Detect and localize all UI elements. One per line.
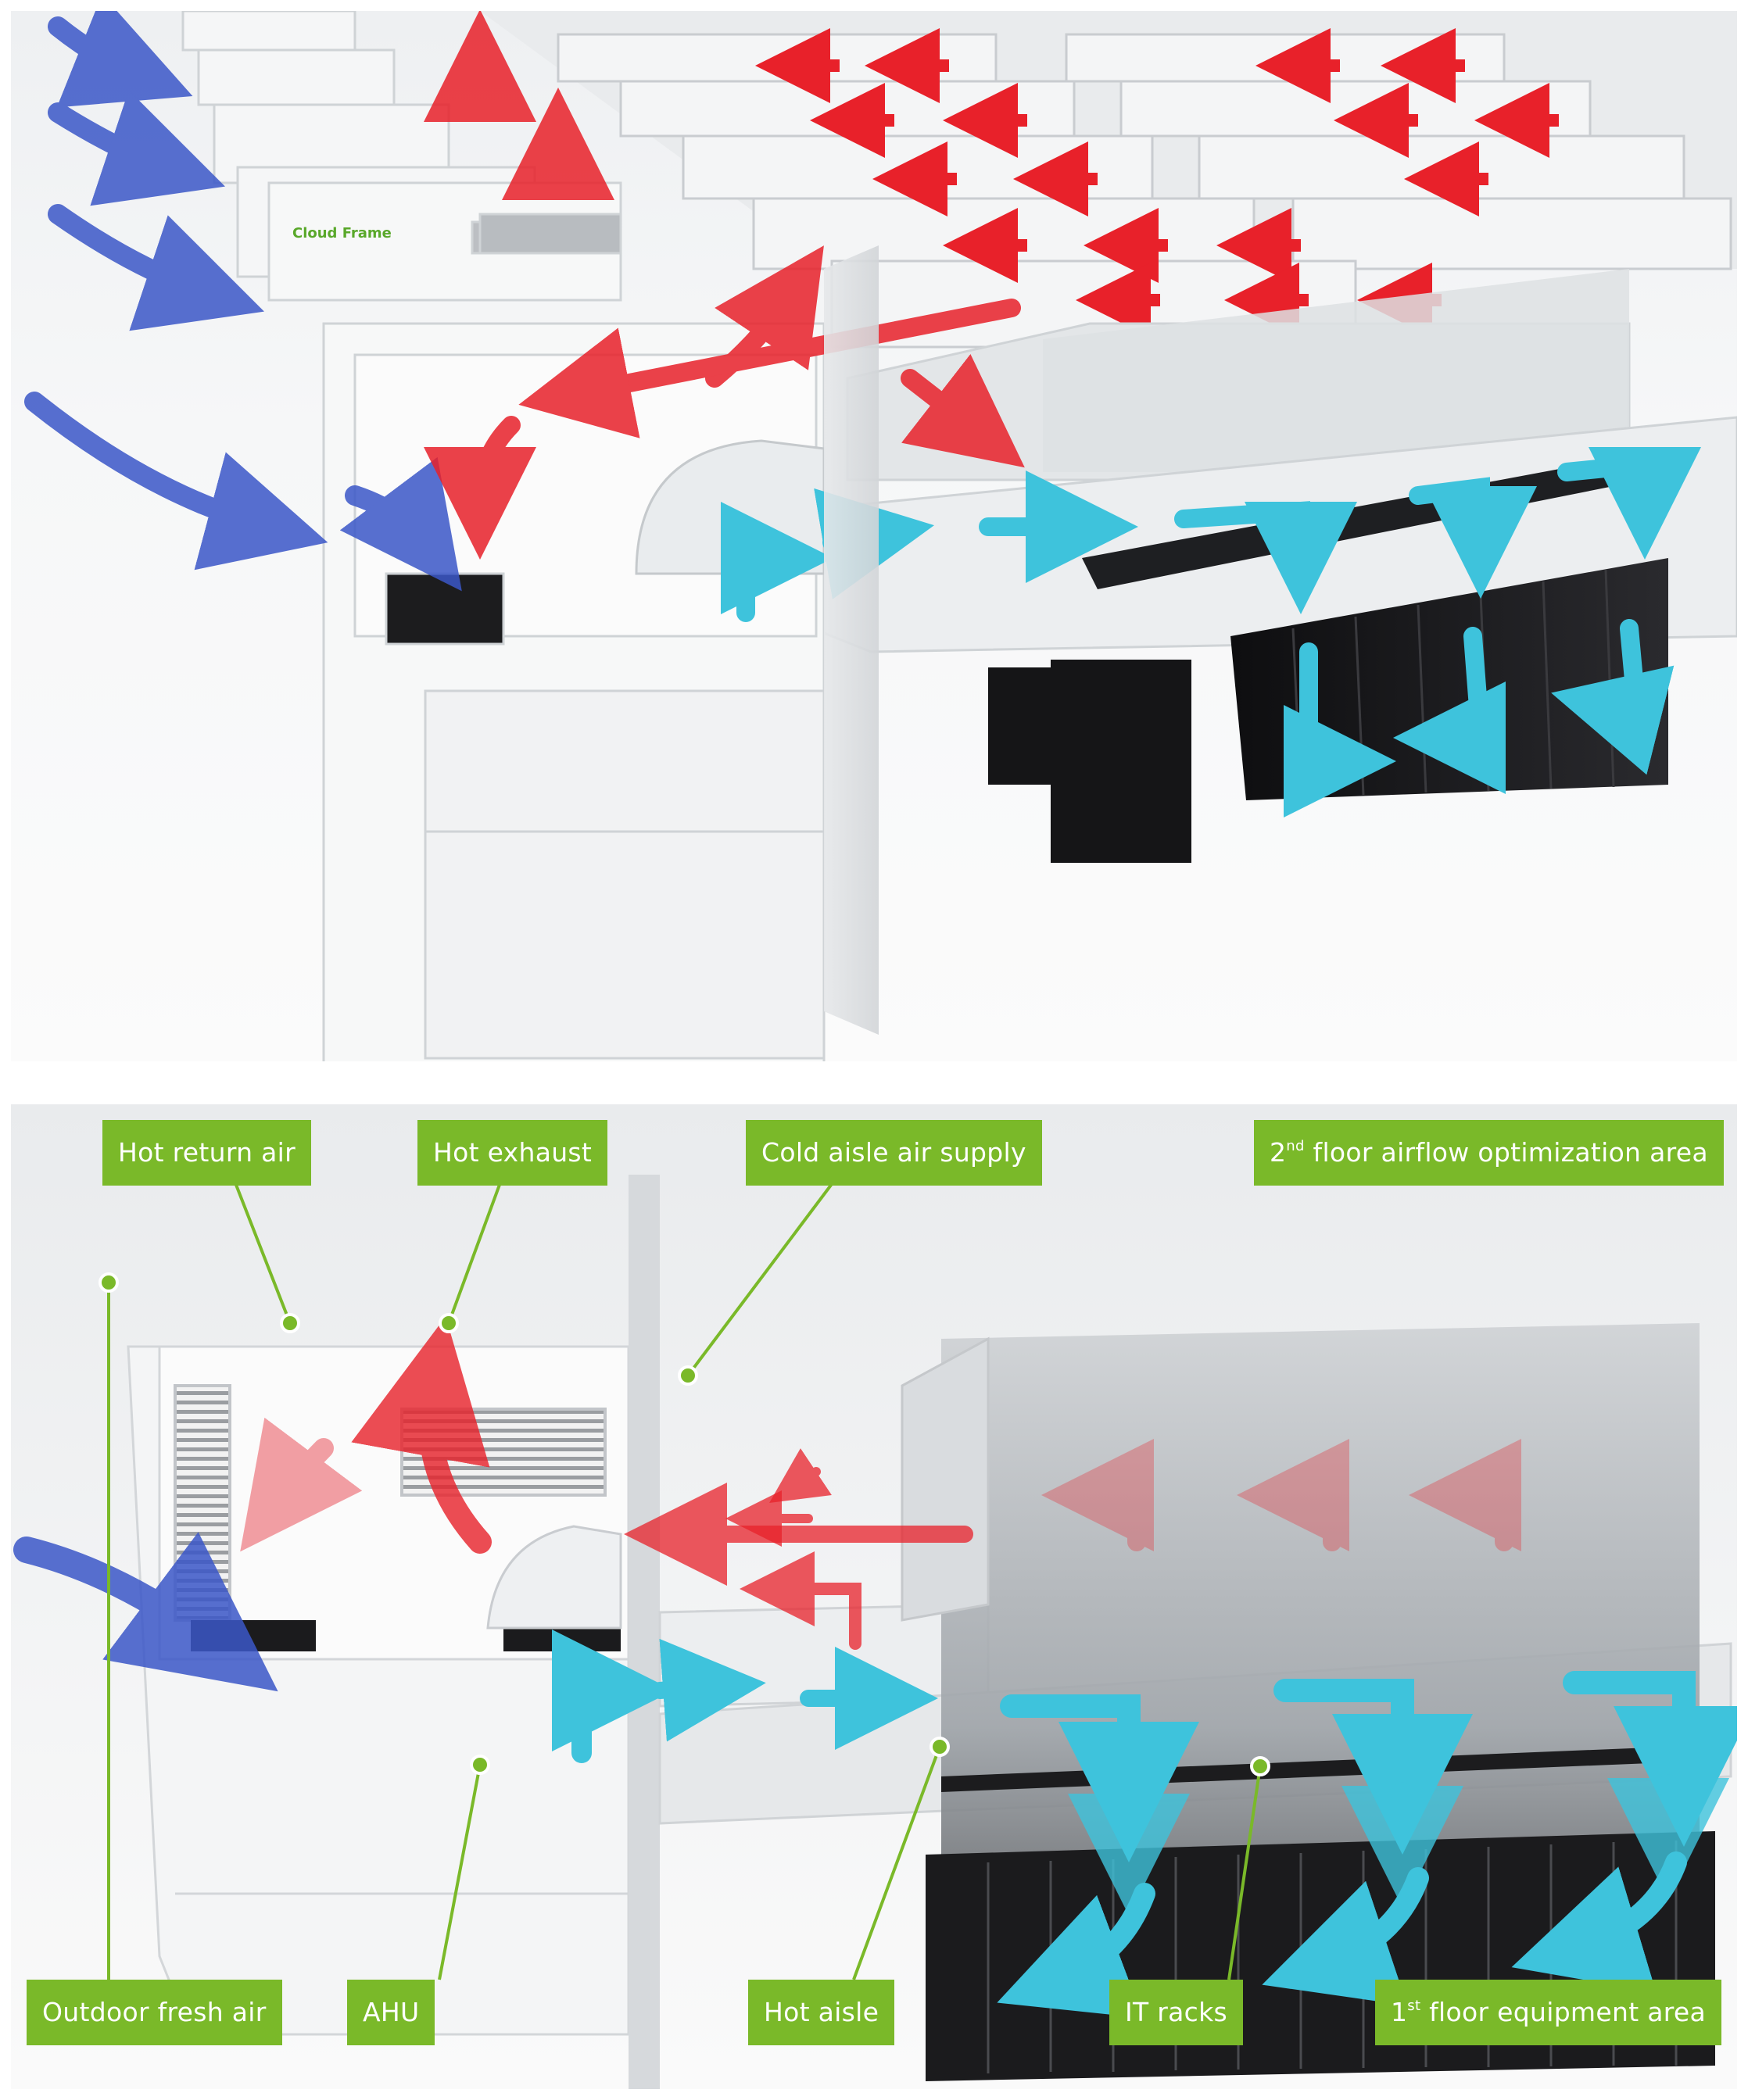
label-outdoor-fresh-air: Outdoor fresh air (27, 1980, 282, 2045)
label-cold-aisle-air-supply: Cold aisle air supply (746, 1120, 1042, 1186)
cold-supply-arrow (660, 1687, 715, 1690)
label-ahu: AHU (347, 1980, 435, 2045)
partition-column (629, 1175, 660, 2089)
label-it-racks: IT racks (1109, 1980, 1243, 2045)
label-hot-return-air: Hot return air (102, 1120, 311, 1186)
overview-render: Cloud Frame (11, 11, 1737, 1061)
label-hot-aisle: Hot aisle (748, 1980, 894, 2045)
label-hot-exhaust: Hot exhaust (417, 1120, 607, 1186)
label-first-floor-area: 1st floor equipment area (1375, 1980, 1721, 2045)
ahu-housing (128, 1347, 629, 2034)
partition-wall (824, 245, 879, 1035)
brand-text: Cloud Frame (292, 225, 392, 241)
label-second-floor-area: 2nd floor airflow optimization area (1254, 1120, 1724, 1186)
overview-illustration: Cloud Frame (11, 11, 1737, 1061)
labeled-section-render: Hot return air Hot exhaust Cold aisle ai… (11, 1104, 1737, 2089)
section-illustration (11, 1104, 1737, 2089)
